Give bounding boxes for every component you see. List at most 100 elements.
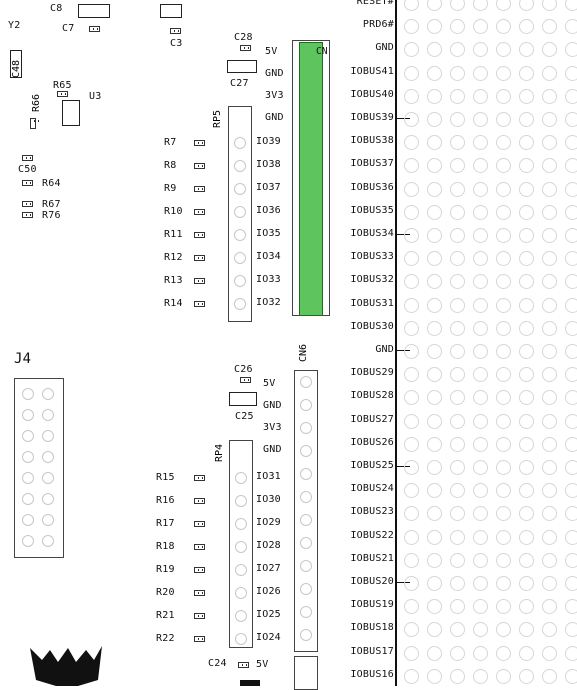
upper-power-label: GND: [265, 68, 284, 79]
pad-c50: [22, 155, 33, 161]
cn6-hole: [300, 422, 312, 434]
grid-hole: [404, 390, 419, 406]
grid-hole: [542, 42, 557, 58]
grid-hole: [565, 0, 577, 11]
io-label: IO32: [256, 297, 281, 308]
j4-hole: [22, 472, 34, 484]
bus-label: IOBUS36: [350, 181, 394, 193]
grid-hole: [519, 436, 534, 452]
capacitor-c25: [229, 392, 257, 406]
grid-hole: [450, 135, 465, 151]
pad-r67: [22, 201, 33, 207]
upper-power-label: 3V3: [265, 90, 284, 101]
grid-hole: [427, 320, 442, 336]
grid-hole: [404, 645, 419, 661]
grid-hole: [496, 158, 511, 174]
grid-hole: [473, 344, 488, 359]
j4-hole: [42, 514, 54, 526]
j4-hole: [42, 451, 54, 463]
resistor-pad: [194, 140, 205, 146]
grid-hole: [496, 529, 511, 545]
grid-hole: [450, 88, 465, 104]
grid-hole: [496, 112, 511, 127]
grid-hole: [450, 390, 465, 406]
grid-hole: [404, 460, 419, 475]
label-cn6: CN6: [298, 343, 309, 362]
grid-hole: [427, 367, 442, 383]
grid-hole: [565, 367, 577, 383]
resistor-pad: [194, 613, 205, 619]
grid-hole: [542, 19, 557, 35]
bus-label: IOBUS20: [350, 576, 394, 587]
resistor-label: R13: [164, 275, 183, 286]
io-label: IO38: [256, 159, 281, 170]
grid-hole: [542, 251, 557, 267]
grid-hole: [542, 460, 557, 475]
grid-hole: [473, 320, 488, 336]
io-label: IO25: [256, 609, 281, 620]
grid-hole: [542, 320, 557, 336]
grid-hole: [404, 413, 419, 429]
grid-hole: [565, 483, 577, 499]
grid-hole: [519, 668, 534, 684]
grid-hole: [427, 460, 442, 475]
resistor-pad: [194, 186, 205, 192]
label-r66: R66: [31, 93, 42, 112]
capacitor-top: [160, 4, 182, 18]
header-hole: [235, 472, 247, 484]
grid-hole: [404, 297, 419, 313]
grid-hole: [519, 344, 534, 359]
header-hole: [235, 495, 247, 507]
cn6-hole: [300, 606, 312, 618]
grid-hole: [542, 228, 557, 243]
pad-c26: [240, 377, 251, 383]
grid-hole: [565, 460, 577, 475]
grid-hole: [473, 65, 488, 81]
highlighted-connector[interactable]: [299, 42, 323, 316]
grid-hole: [450, 158, 465, 174]
grid-hole: [565, 552, 577, 568]
grid-hole: [565, 251, 577, 267]
grid-hole: [427, 622, 442, 638]
resistor-pad: [194, 475, 205, 481]
resistor-label: R10: [164, 206, 183, 217]
grid-hole: [519, 390, 534, 406]
io-label: IO36: [256, 205, 281, 216]
label-u3: U3: [89, 91, 102, 102]
grid-hole: [519, 135, 534, 151]
header-hole: [234, 298, 246, 310]
grid-hole: [542, 88, 557, 104]
j4-hole: [42, 409, 54, 421]
bus-tick: [396, 466, 410, 467]
grid-hole: [427, 552, 442, 568]
bus-label: RESET#: [356, 0, 394, 7]
j4-hole: [22, 409, 34, 421]
grid-hole: [542, 622, 557, 638]
cn6-hole: [300, 583, 312, 595]
j4-hole: [22, 514, 34, 526]
bus-label: IOBUS37: [350, 158, 394, 170]
grid-hole: [519, 65, 534, 81]
grid-hole: [565, 390, 577, 406]
grid-hole: [473, 622, 488, 638]
bus-tick: [396, 350, 410, 351]
grid-hole: [565, 436, 577, 452]
grid-hole: [427, 483, 442, 499]
grid-hole: [427, 135, 442, 151]
grid-hole: [404, 274, 419, 290]
grid-hole: [450, 204, 465, 220]
bus-label: PRD6#: [362, 19, 394, 31]
grid-hole: [450, 668, 465, 684]
resistor-label: R12: [164, 252, 183, 263]
io-label: IO39: [256, 136, 281, 147]
cn6-hole: [300, 376, 312, 388]
grid-hole: [496, 483, 511, 499]
grid-hole: [450, 529, 465, 545]
grid-hole: [519, 274, 534, 290]
grid-hole: [404, 251, 419, 267]
grid-hole: [565, 413, 577, 429]
grid-hole: [473, 668, 488, 684]
grid-hole: [404, 576, 419, 591]
grid-hole: [473, 297, 488, 313]
pad-c28: [240, 45, 251, 51]
